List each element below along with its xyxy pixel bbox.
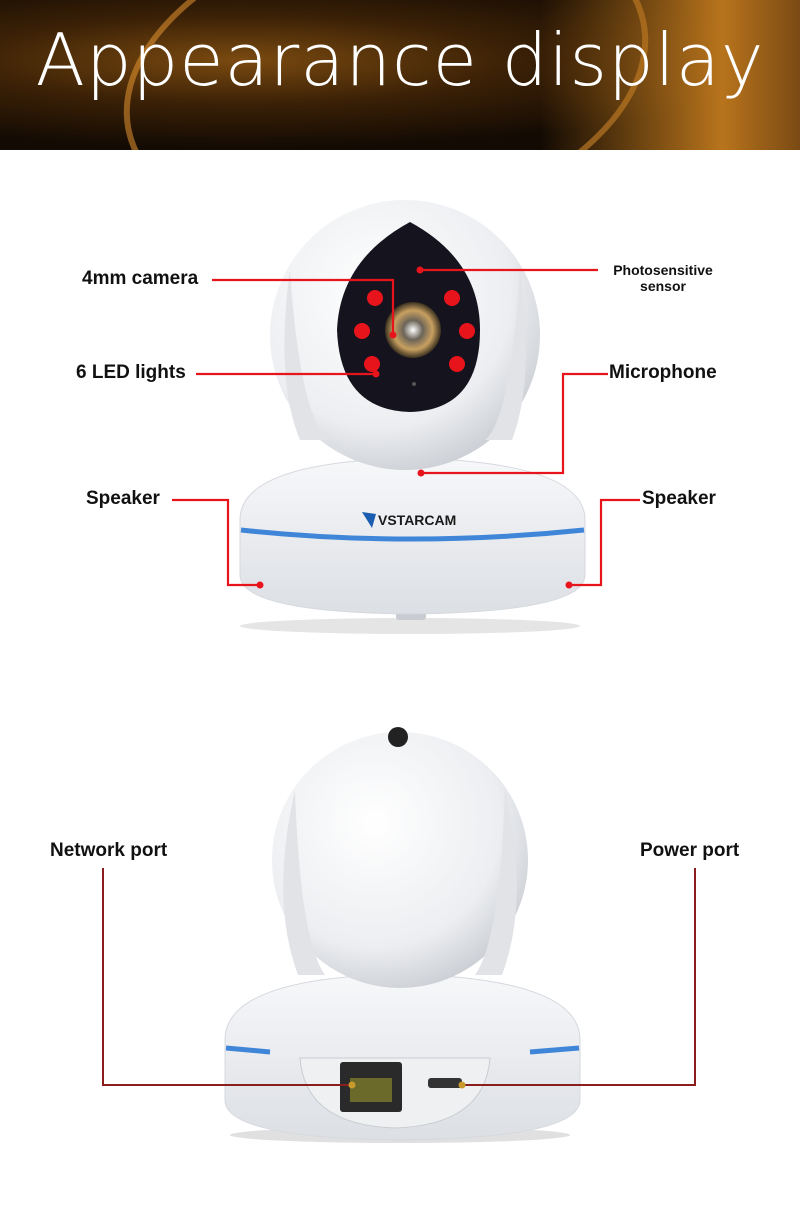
label-microphone: Microphone xyxy=(609,362,717,383)
brand-logo-text: VSTARCAM xyxy=(378,512,456,528)
label-led-lights: 6 LED lights xyxy=(76,362,186,383)
banner-glow xyxy=(540,0,800,150)
back-camera xyxy=(102,727,696,1143)
label-photosensitive-line1: Photosensitive xyxy=(613,262,713,278)
label-4mm-camera: 4mm camera xyxy=(82,268,199,289)
label-speaker-left: Speaker xyxy=(86,488,160,509)
label-photosensitive-line2: sensor xyxy=(640,278,686,294)
page-title: Appearance display xyxy=(35,18,765,102)
label-photosensitive-sensor: Photosensitive sensor xyxy=(600,262,726,294)
header-banner: Appearance display xyxy=(0,0,800,150)
brand-logo-icon xyxy=(362,512,376,528)
label-network-port: Network port xyxy=(50,840,168,861)
label-speaker-right: Speaker xyxy=(642,488,716,509)
label-power-port: Power port xyxy=(640,840,740,861)
led-markers xyxy=(354,290,475,372)
power-port xyxy=(428,1078,462,1088)
front-camera: VSTARCAM xyxy=(172,200,640,634)
